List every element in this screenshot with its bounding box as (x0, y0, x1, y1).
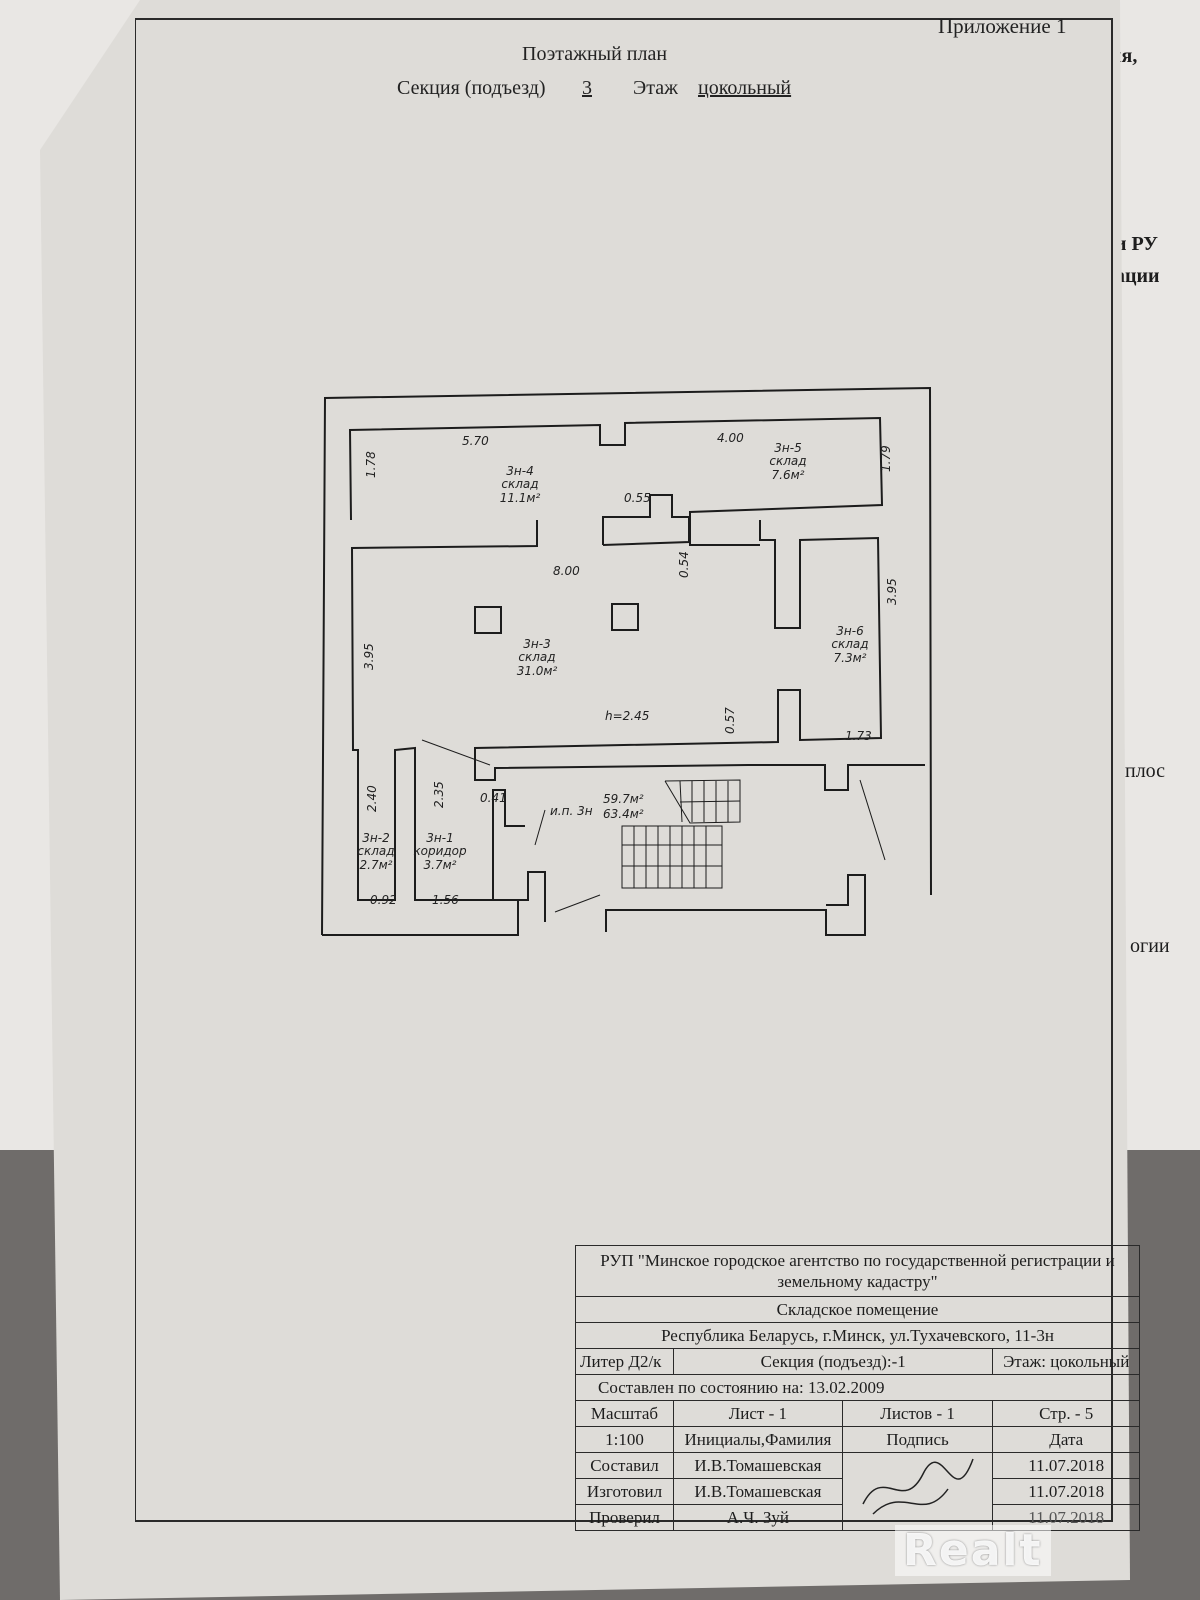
svg-text:коридор: коридор (413, 844, 467, 858)
svg-text:3н-2: 3н-2 (362, 831, 389, 845)
svg-text:склад: склад (357, 844, 394, 858)
room-3n-2: 3н-2 склад 2.7м² (357, 831, 394, 872)
column (611, 603, 639, 631)
outer-wall (321, 386, 932, 936)
table-row: Проверил А.Ч. Зуй 11.07.2018 (575, 1504, 1140, 1531)
wall-south-2 (605, 874, 866, 936)
floor-value: цокольный (698, 77, 792, 99)
plan-title: Поэтажный план (522, 43, 668, 65)
svg-text:8.00: 8.00 (553, 564, 580, 578)
svg-text:3н-6: 3н-6 (836, 624, 864, 638)
background-fragment: ации (1115, 265, 1160, 287)
date: 11.07.2018 (992, 1478, 1140, 1505)
svg-text:0.41: 0.41 (480, 791, 507, 805)
svg-text:h=2.45: h=2.45 (605, 709, 649, 723)
floor-label: Этаж (633, 77, 678, 99)
svg-text:3.95: 3.95 (885, 578, 899, 605)
role: Проверил (575, 1504, 674, 1531)
svg-text:склад: склад (518, 650, 555, 664)
sheet-number: Лист - 1 (673, 1400, 843, 1427)
svg-text:3.95: 3.95 (362, 643, 376, 670)
signature-header: Подпись (841, 1426, 994, 1453)
date: 11.07.2018 (992, 1452, 1140, 1479)
svg-text:4.00: 4.00 (717, 431, 744, 445)
wall-south (322, 789, 525, 936)
svg-text:склад: склад (501, 477, 538, 491)
org-name: РУП "Минское городское агентство по госу… (575, 1245, 1140, 1297)
room-3n-4: 3н-4 склад 11.1м² (500, 464, 541, 505)
background-fragment: и РУ (1115, 233, 1158, 255)
room-3n-6: 3н-6 склад 7.3м² (831, 624, 868, 665)
svg-text:1.73: 1.73 (845, 729, 872, 743)
appendix-label: Приложение 1 (938, 14, 1067, 38)
state-date: Составлен по состоянию на: 13.02.2009 (575, 1374, 1140, 1401)
wall-room-3 (350, 520, 546, 922)
page-number: Стр. - 5 (992, 1400, 1140, 1427)
title-block: РУП "Минское городское агентство по госу… (575, 1245, 1140, 1531)
svg-text:1.78: 1.78 (364, 451, 378, 478)
table-row: Составил И.В.Томашевская 11.07.2018 (575, 1452, 1140, 1531)
svg-text:0.57: 0.57 (723, 707, 737, 734)
svg-text:7.6м²: 7.6м² (772, 468, 805, 482)
svg-text:3н-1: 3н-1 (426, 831, 453, 845)
names-header: Инициалы,Фамилия (673, 1426, 843, 1453)
liter: Литер Д2/к (575, 1348, 674, 1375)
svg-text:склад: склад (831, 637, 868, 651)
date-header: Дата (992, 1426, 1140, 1453)
section-value: 3 (582, 77, 592, 99)
background-fragment: огии (1130, 935, 1170, 957)
svg-text:31.0м²: 31.0м² (517, 664, 558, 678)
svg-text:3н-5: 3н-5 (774, 441, 801, 455)
room-3n-3: 3н-3 склад 31.0м² (517, 637, 558, 678)
svg-text:63.4м²: 63.4м² (603, 807, 644, 821)
svg-text:2.40: 2.40 (365, 785, 379, 812)
person-name: И.В.Томашевская (673, 1478, 843, 1505)
signature-scribble (861, 1458, 974, 1515)
svg-text:0.54: 0.54 (677, 551, 691, 578)
svg-text:3.7м²: 3.7м² (424, 858, 457, 872)
floor-info: Этаж: цокольный (992, 1348, 1140, 1375)
scale-label: Масштаб (575, 1400, 674, 1427)
svg-text:0.55: 0.55 (624, 491, 651, 505)
svg-text:2.35: 2.35 (432, 781, 446, 808)
section-label: Секция (подъезд) (397, 77, 546, 99)
role: Составил (575, 1452, 674, 1479)
svg-text:1.56: 1.56 (432, 893, 459, 907)
wall-pillar (602, 494, 690, 546)
object-name: Складское помещение (575, 1296, 1140, 1323)
room-3n-5: 3н-5 склад 7.6м² (769, 441, 806, 482)
person-name: И.В.Томашевская (673, 1452, 843, 1479)
dimensions: 5.70 4.00 1.78 1.79 0.55 0.54 8.00 3.95 … (362, 431, 899, 907)
wall-room-6 (474, 520, 925, 791)
svg-text:0.92: 0.92 (370, 893, 397, 907)
svg-text:5.70: 5.70 (462, 434, 489, 448)
signature (841, 1452, 994, 1531)
svg-text:3н-4: 3н-4 (506, 464, 533, 478)
room-3n-1: 3н-1 коридор 3.7м² (413, 831, 467, 872)
column (474, 606, 502, 634)
section-info: Секция (подъезд):-1 (672, 1348, 994, 1375)
person-name: А.Ч. Зуй (673, 1504, 843, 1531)
table-row: Изготовил И.В.Томашевская 11.07.2018 (575, 1478, 1140, 1505)
svg-text:11.1м²: 11.1м² (500, 491, 541, 505)
svg-text:и.п. 3н: и.п. 3н (550, 804, 593, 818)
background-fragment: плос (1125, 760, 1166, 782)
watermark-logo: Realt (895, 1525, 1051, 1576)
address: Республика Беларусь, г.Минск, ул.Тухачев… (575, 1322, 1140, 1349)
svg-text:1.79: 1.79 (879, 445, 893, 472)
scale-value: 1:100 (575, 1426, 674, 1453)
svg-text:3н-3: 3н-3 (523, 637, 550, 651)
svg-text:склад: склад (769, 454, 806, 468)
svg-text:7.3м²: 7.3м² (834, 651, 867, 665)
svg-text:2.7м²: 2.7м² (360, 858, 393, 872)
unit-totals: и.п. 3н 59.7м² 63.4м² (550, 792, 644, 821)
stairs (621, 779, 741, 889)
svg-text:59.7м²: 59.7м² (603, 792, 644, 806)
sheet-count: Листов - 1 (841, 1400, 994, 1427)
role: Изготовил (575, 1478, 674, 1505)
